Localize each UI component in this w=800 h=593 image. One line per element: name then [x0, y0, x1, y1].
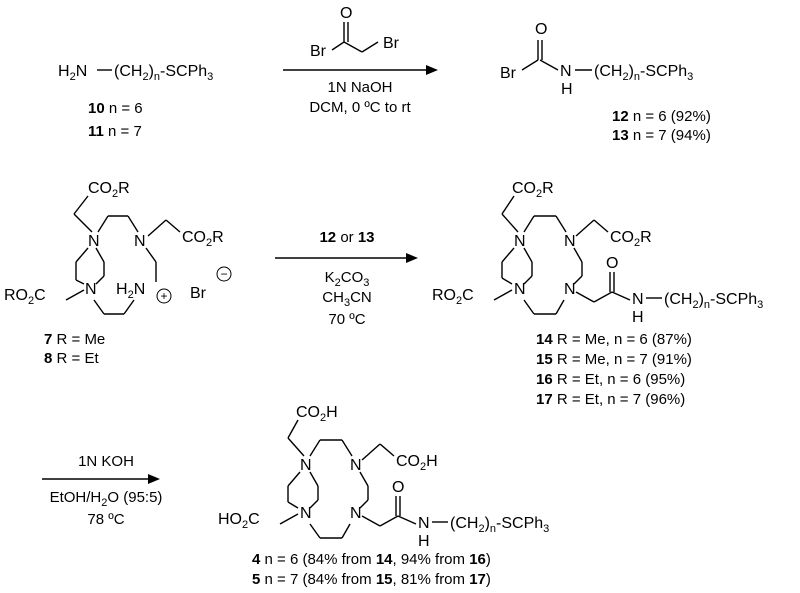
cyclen-amide-14-17: N N N N CO2R CO2R RO2C O — [432, 180, 763, 326]
svg-text:HO2C: HO2C — [218, 511, 260, 531]
svg-text:Br: Br — [383, 35, 400, 52]
step1-condition-solvent: DCM, 0 ºC to rt — [309, 99, 411, 116]
svg-text:Br: Br — [500, 65, 517, 82]
svg-text:−: − — [220, 267, 227, 281]
svg-text:N: N — [350, 457, 362, 474]
arrowhead-1 — [426, 65, 438, 75]
svg-text:CO2R: CO2R — [512, 180, 554, 200]
svg-text:N: N — [88, 233, 100, 250]
svg-text:N: N — [564, 233, 576, 250]
svg-text:(CH2)n-SCPh3: (CH2)n-SCPh3 — [114, 63, 213, 83]
svg-text:N: N — [514, 233, 526, 250]
compound-8-label: 8 R = Et — [44, 350, 99, 367]
cyclen-acid-4-5: N N N N CO2H CO2H HO2C O — [218, 404, 549, 550]
svg-text:CO2R: CO2R — [610, 229, 652, 249]
arrowhead-3 — [148, 474, 160, 484]
svg-text:N: N — [85, 281, 97, 298]
svg-text:O: O — [606, 255, 618, 272]
compound-16-label: 16 R = Et, n = 6 (95%) — [536, 371, 685, 388]
svg-text:H2N: H2N — [58, 63, 87, 83]
svg-text:N: N — [560, 63, 572, 80]
step3-condition-base: 1N KOH — [78, 453, 134, 470]
compound-5-label: 5 n = 7 (84% from 15, 81% from 17) — [252, 571, 491, 588]
svg-text:N: N — [350, 505, 362, 522]
step3-condition-solvent: EtOH/H2O (95:5) — [50, 489, 163, 509]
svg-text:Br: Br — [310, 43, 327, 60]
step3-condition-temp: 78 ºC — [87, 511, 124, 528]
svg-text:N: N — [514, 281, 526, 298]
svg-text:(CH2)n-SCPh3: (CH2)n-SCPh3 — [594, 63, 693, 83]
svg-text:N: N — [418, 515, 430, 532]
svg-text:CO2R: CO2R — [182, 229, 224, 249]
compound-10-label: 10 n = 6 — [88, 100, 143, 117]
svg-text:RO2C: RO2C — [4, 287, 46, 307]
svg-text:RO2C: RO2C — [432, 287, 474, 307]
step2-reagent: 12 or 13 — [319, 229, 374, 246]
svg-text:O: O — [535, 21, 547, 38]
step1-condition-base: 1N NaOH — [327, 79, 392, 96]
svg-text:CO2R: CO2R — [88, 180, 130, 200]
svg-text:CO2H: CO2H — [396, 453, 438, 473]
compound-15-label: 15 R = Me, n = 7 (91%) — [536, 351, 692, 368]
compound-13-label: 13 n = 7 (94%) — [612, 127, 711, 144]
svg-text:H: H — [418, 533, 430, 550]
compound-4-label: 4 n = 6 (84% from 14, 94% from 16) — [252, 551, 491, 568]
svg-text:CO2H: CO2H — [296, 404, 338, 424]
amine-10-11: H2N (CH2)n-SCPh3 — [58, 63, 213, 83]
compound-11-label: 11 n = 7 — [88, 123, 142, 140]
step2-condition-solvent: CH3CN — [322, 289, 371, 309]
bromoacetamide-12-13: Br O N H (CH2)n-SCPh3 — [500, 21, 693, 98]
svg-text:(CH2)n-SCPh3: (CH2)n-SCPh3 — [450, 515, 549, 535]
svg-text:N: N — [300, 505, 312, 522]
compound-12-label: 12 n = 6 (92%) — [612, 108, 711, 125]
compound-7-label: 7 R = Me — [44, 331, 105, 348]
svg-text:+: + — [160, 289, 167, 303]
arrowhead-2 — [406, 253, 418, 263]
svg-text:H: H — [632, 309, 644, 326]
svg-text:O: O — [392, 479, 404, 496]
svg-text:(CH2)n-SCPh3: (CH2)n-SCPh3 — [664, 291, 763, 311]
step2-condition-base: K2CO3 — [325, 269, 370, 289]
svg-text:N: N — [300, 457, 312, 474]
bromoacetyl-bromide: Br O Br — [310, 5, 400, 60]
cyclen-triester-7-8: N N N CO2R CO2R RO2C H2N + Br − — [4, 180, 232, 315]
svg-text:H: H — [561, 81, 573, 98]
svg-text:N: N — [632, 291, 644, 308]
svg-text:H2N: H2N — [116, 281, 145, 301]
svg-text:N: N — [134, 233, 146, 250]
svg-text:Br: Br — [190, 285, 207, 302]
svg-text:N: N — [564, 281, 576, 298]
step2-condition-temp: 70 ºC — [328, 311, 365, 328]
compound-17-label: 17 R = Et, n = 7 (96%) — [536, 391, 685, 408]
compound-14-label: 14 R = Me, n = 6 (87%) — [536, 331, 692, 348]
svg-text:O: O — [340, 5, 352, 22]
